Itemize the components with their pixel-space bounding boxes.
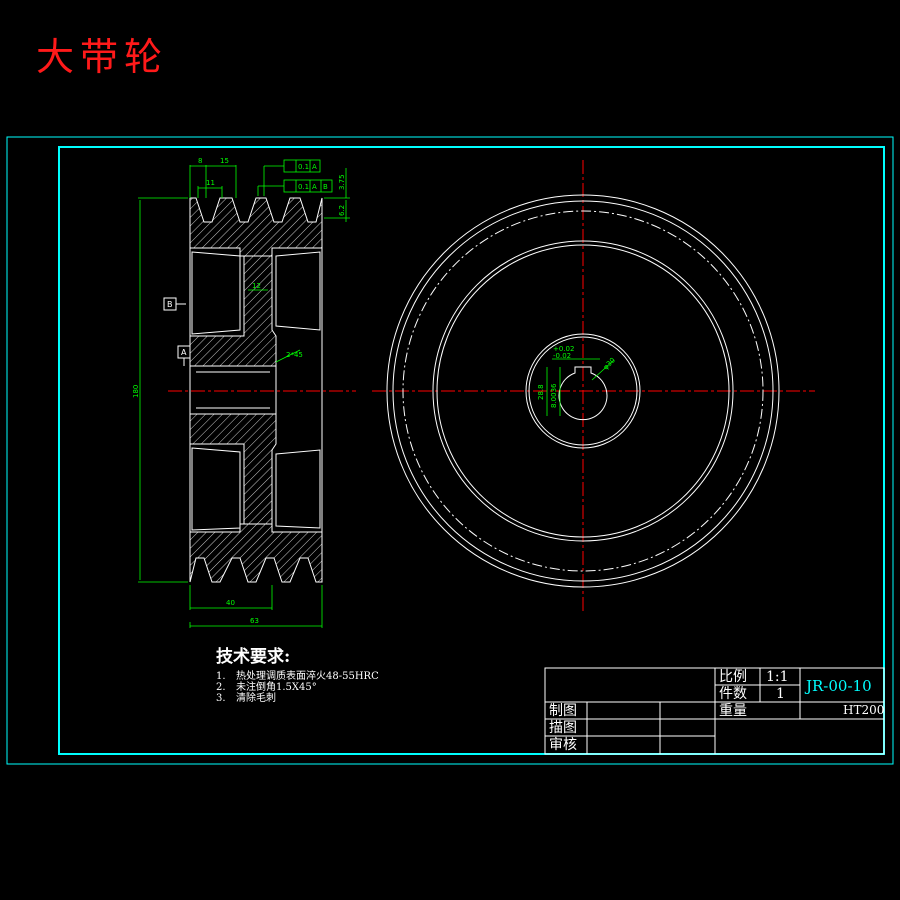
drawing-number: JR-00-10 bbox=[806, 677, 872, 695]
drawn-label: 制图 bbox=[549, 703, 577, 719]
bore-diameter: φ30 bbox=[602, 356, 617, 371]
web-lower bbox=[189, 413, 277, 525]
dim-outer-diameter: 180 bbox=[132, 385, 140, 398]
dim-datum-1: A bbox=[312, 163, 317, 171]
keyway-tol-upper: +0.02 bbox=[553, 345, 574, 353]
datum-b-label: B bbox=[167, 300, 173, 309]
inner-frame bbox=[58, 146, 885, 755]
dim-side-1: 3.75 bbox=[338, 174, 346, 190]
section-view: 8 15 11 0.1 A 0.1 A B 12 2*45 40 63 180 … bbox=[132, 157, 356, 628]
tech-item: 1.热处理调质表面淬火48-55HRC bbox=[216, 671, 379, 682]
drawing-title: 大带轮 bbox=[36, 35, 169, 79]
tech-heading: 技术要求: bbox=[216, 647, 291, 667]
checked-label: 审核 bbox=[549, 737, 577, 753]
dim-datum-2a: A bbox=[312, 183, 317, 191]
dim-runout-1: 0.1 bbox=[298, 163, 309, 171]
technical-requirements: 技术要求: 1.热处理调质表面淬火48-55HRC 2.未注倒角1.5X45° … bbox=[216, 642, 379, 704]
quantity-label: 件数 bbox=[719, 686, 747, 702]
top-rim bbox=[189, 197, 323, 257]
scale-value: 1:1 bbox=[766, 669, 789, 685]
traced-label: 描图 bbox=[549, 720, 577, 736]
datum-a-label: A bbox=[181, 348, 187, 357]
tech-item: 3.清除毛刺 bbox=[216, 693, 276, 704]
dim-groove-inner: 11 bbox=[206, 179, 215, 187]
bottom-rim bbox=[189, 523, 323, 583]
dim-chamfer: 2*45 bbox=[286, 351, 303, 359]
material: HT200 bbox=[843, 703, 885, 717]
dim-datum-2b: B bbox=[323, 183, 328, 191]
outer-frame bbox=[6, 136, 894, 765]
dim-overall-width: 63 bbox=[250, 617, 259, 625]
scale-label: 比例 bbox=[719, 669, 747, 685]
quantity-value: 1 bbox=[776, 686, 785, 702]
dim-top-groove: 8 bbox=[198, 157, 202, 165]
tech-item: 2.未注倒角1.5X45° bbox=[216, 682, 317, 693]
dim-web: 12 bbox=[252, 282, 261, 290]
dim-side-2: 6.2 bbox=[338, 205, 346, 216]
weight-label: 重量 bbox=[719, 703, 747, 719]
dim-groove-pitch: 15 bbox=[220, 157, 229, 165]
dim-runout-2: 0.1 bbox=[298, 183, 309, 191]
keyway-width: 8.0036 bbox=[550, 383, 558, 408]
dim-rim-width: 40 bbox=[226, 599, 235, 607]
title-block bbox=[544, 667, 885, 755]
front-view: +0.02 -0.02 φ30 28.8 8.0036 bbox=[372, 160, 815, 612]
keyway-tol-lower: -0.02 bbox=[553, 352, 571, 360]
keyway-depth: 28.8 bbox=[537, 384, 545, 400]
web-upper bbox=[189, 255, 277, 367]
